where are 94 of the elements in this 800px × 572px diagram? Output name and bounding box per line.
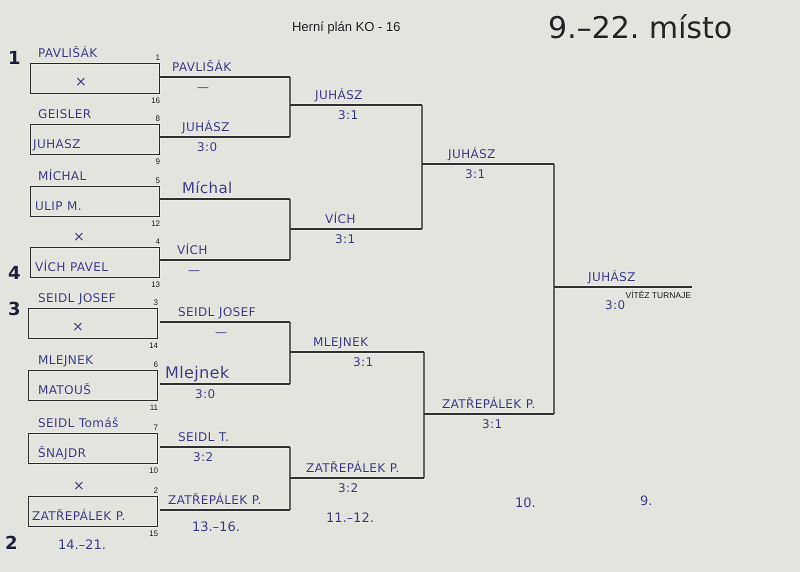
bracket-line	[553, 287, 555, 414]
bracket-line	[289, 229, 291, 260]
player-name: PAVLIŠÁK	[38, 47, 98, 61]
seed-number: 2	[154, 486, 158, 495]
bracket-line	[289, 105, 291, 137]
player-name: VÍCH	[177, 244, 208, 258]
player-name: MLEJNEK	[313, 336, 368, 350]
player-name: GEISLER	[38, 108, 92, 122]
player-name: SEIDL Tomáš	[38, 417, 119, 431]
player-name: ZATŘEPÁLEK P.	[442, 398, 536, 412]
seed-number: 10	[149, 466, 158, 475]
player-name: Mlejnek	[165, 364, 230, 382]
placement-label: 10.	[515, 497, 536, 512]
seed-number: 9	[156, 157, 160, 166]
player-name: ŠNAJDR	[38, 447, 86, 461]
seed-number: 14	[149, 341, 158, 350]
bracket-line	[289, 447, 291, 478]
bracket-line	[289, 199, 291, 229]
bye-mark: ×	[75, 74, 88, 90]
player-name: ZATŘEPÁLEK P.	[306, 462, 400, 476]
player-name: SEIDL JOSEF	[178, 306, 256, 320]
player-name: JUHÁSZ	[588, 271, 636, 285]
winner-slot	[160, 493, 290, 513]
winner-caption: VÍTĚZ TURNAJE	[626, 290, 691, 300]
bracket-line	[553, 164, 555, 287]
match-box	[28, 290, 160, 351]
player-name: VÍCH PAVEL	[35, 261, 108, 275]
player-name: JUHÁSZ	[315, 89, 363, 103]
placement-label: 13.–16.	[192, 521, 240, 536]
match-score: 3:1	[482, 418, 503, 432]
match-score: —	[197, 81, 210, 95]
player-name: JUHÁSZ	[448, 148, 496, 162]
seed-number: 8	[156, 114, 160, 123]
player-name: SEIDL T.	[178, 431, 230, 445]
match-box	[30, 106, 162, 167]
placement-label: 9.	[640, 495, 652, 510]
match-score: 3:0	[195, 388, 216, 402]
player-name: ULIP M.	[35, 200, 82, 214]
bye-mark: ×	[72, 319, 84, 336]
seed-number: 15	[149, 529, 158, 538]
seed-number: 5	[156, 176, 160, 185]
seed-number: 4	[156, 237, 160, 246]
match-box	[28, 352, 160, 413]
handwritten-heading: 9.–22. místo	[548, 12, 732, 45]
player-name: SEIDL JOSEF	[38, 292, 116, 306]
seed-number: 11	[150, 403, 158, 412]
rank-number: 1	[8, 49, 21, 69]
player-name: MATOUŠ	[38, 384, 92, 398]
match-box	[30, 168, 162, 229]
player-name: JUHASZ	[33, 138, 81, 152]
bracket-line	[421, 164, 423, 229]
bracket-line	[289, 77, 291, 105]
form-title: Herní plán KO - 16	[292, 19, 400, 34]
bracket-line	[289, 478, 291, 510]
bracket-line	[289, 322, 291, 352]
match-box	[28, 415, 160, 476]
match-score: 3:1	[353, 356, 374, 370]
bracket-line	[289, 352, 291, 384]
seed-number: 7	[154, 423, 158, 432]
match-score: 3:2	[193, 451, 214, 465]
match-box	[30, 45, 162, 106]
seed-number: 16	[151, 96, 160, 105]
match-score: —	[215, 326, 228, 340]
rank-number: 4	[8, 264, 21, 284]
match-score: 3:1	[335, 233, 356, 247]
player-name: VÍCH	[325, 213, 356, 227]
player-name: MÍCHAL	[38, 170, 87, 184]
player-name: PAVLIŠÁK	[172, 61, 232, 75]
match-score: 3:1	[465, 168, 486, 182]
player-name: Míchal	[182, 180, 233, 197]
winner-slot	[160, 182, 290, 202]
player-name: ZATŘEPÁLEK P.	[32, 510, 126, 524]
seed-number: 13	[151, 280, 160, 289]
match-score: 3:0	[197, 141, 218, 155]
match-score: 3:2	[338, 482, 359, 496]
rank-number: 3	[8, 300, 21, 320]
bracket-line	[423, 352, 425, 414]
match-score: 3:1	[338, 109, 359, 123]
seed-number: 1	[156, 53, 160, 62]
bye-mark: ×	[73, 478, 86, 494]
seed-number: 12	[151, 219, 160, 228]
placement-label: 14.–21.	[58, 539, 106, 554]
player-name: MLEJNEK	[38, 354, 94, 368]
bracket-line	[421, 105, 423, 164]
seed-number: 3	[154, 298, 158, 307]
match-score: 3:0	[605, 299, 626, 313]
seed-number: 6	[154, 360, 158, 369]
player-name: JUHÁSZ	[182, 121, 230, 135]
rank-number: 2	[5, 534, 18, 554]
placement-label: 11.–12.	[326, 512, 374, 526]
bye-mark: ×	[73, 229, 86, 246]
bracket-line	[423, 414, 425, 478]
match-score: —	[188, 264, 200, 278]
player-name: ZATŘEPÁLEK P.	[168, 494, 262, 508]
